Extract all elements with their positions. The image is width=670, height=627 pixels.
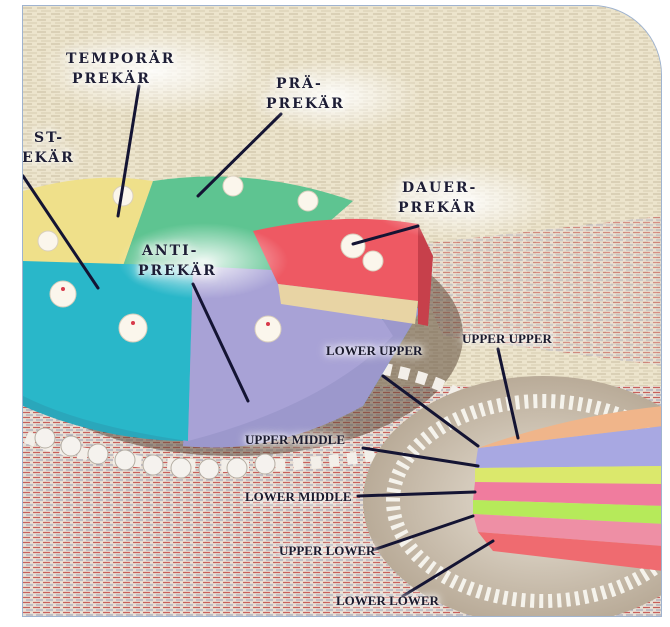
label-temporaer-prekaer: TEMPORÄR PREKÄR bbox=[66, 49, 175, 89]
label-line: ST- bbox=[22, 128, 75, 148]
label-line: TEMPORÄR bbox=[66, 49, 175, 69]
label-prae-prekaer: PRÄ- PREKÄR bbox=[266, 74, 345, 114]
label-line: ANTI- bbox=[138, 241, 217, 261]
label-anti-prekaer: ANTI- PREKÄR bbox=[138, 241, 217, 281]
label-line: PREKÄR bbox=[398, 198, 477, 218]
label-line: PREKÄR bbox=[266, 94, 345, 114]
label-line: DAUER- bbox=[398, 178, 477, 198]
label-upper-upper: UPPER UPPER bbox=[462, 331, 552, 347]
label-upper-middle: UPPER MIDDLE bbox=[245, 432, 345, 448]
label-post-prekaer: ST- EKÄR bbox=[22, 128, 75, 168]
label-line: EKÄR bbox=[22, 148, 75, 168]
label-line: PREKÄR bbox=[66, 69, 175, 89]
label-upper-lower: UPPER LOWER bbox=[279, 543, 375, 559]
label-line: PREKÄR bbox=[138, 261, 217, 281]
photo-frame: TEMPORÄR PREKÄR PRÄ- PREKÄR ST- EKÄR DAU… bbox=[22, 5, 662, 617]
label-lower-lower: LOWER LOWER bbox=[336, 593, 439, 609]
label-dauer-prekaer: DAUER- PREKÄR bbox=[398, 178, 477, 218]
label-lower-middle: LOWER MIDDLE bbox=[245, 489, 352, 505]
label-lower-upper: LOWER UPPER bbox=[326, 343, 422, 359]
label-line: PRÄ- bbox=[266, 74, 345, 94]
